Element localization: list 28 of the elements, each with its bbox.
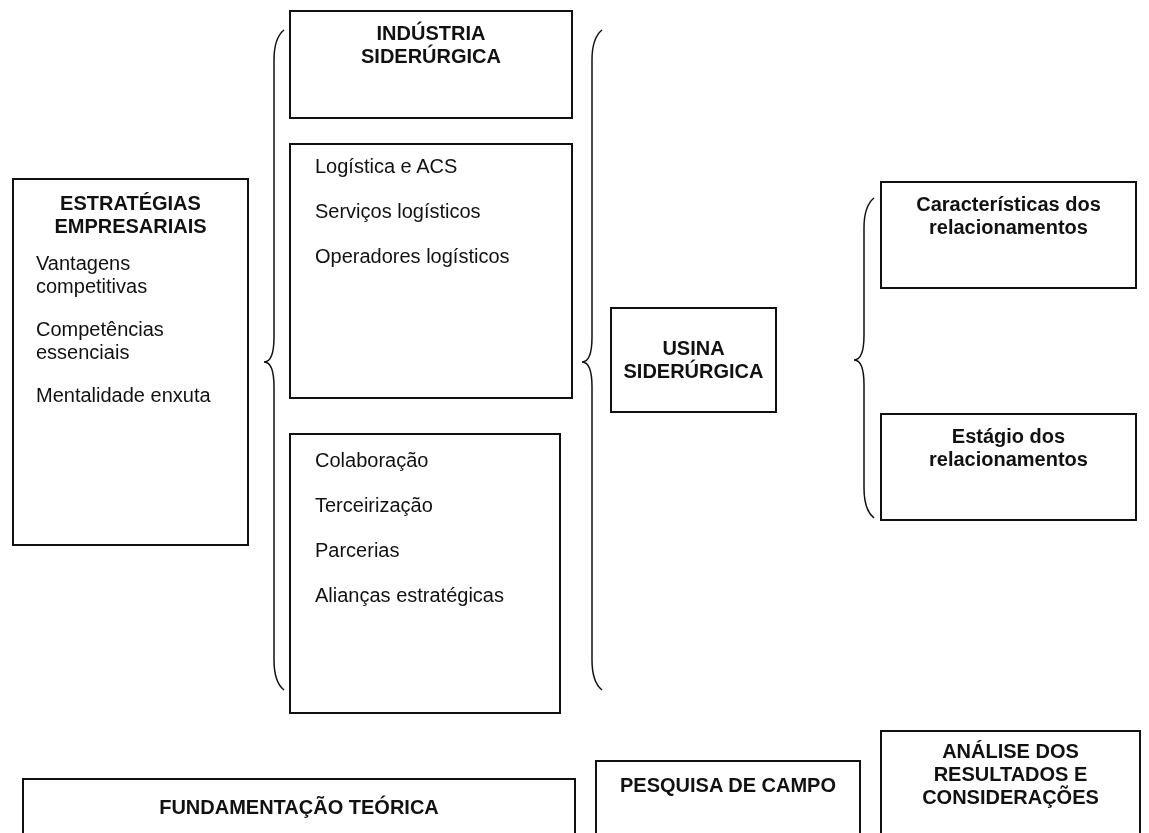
text-box <box>880 413 1137 521</box>
text-box <box>22 778 576 833</box>
item-text: Mentalidade enxuta <box>35 384 212 407</box>
heading-text: Características dos relacionamentos <box>915 193 1102 239</box>
item-text: Competências essenciais <box>35 318 165 364</box>
heading-text: Estágio dos relacionamentos <box>928 425 1089 471</box>
heading-text: ESTRATÉGIAS EMPRESARIAIS <box>53 192 208 238</box>
item-text: Terceirização <box>315 494 434 517</box>
item-text: Serviços logísticos <box>315 200 482 223</box>
text-box <box>880 730 1141 833</box>
heading-text: PESQUISA DE CAMPO <box>619 774 837 797</box>
item-text: Logística e ACS <box>315 155 459 178</box>
heading-text: USINA SIDERÚRGICA <box>622 337 765 383</box>
text-box <box>610 307 777 413</box>
item-text: Alianças estratégicas <box>315 584 505 607</box>
heading-text: INDÚSTRIA SIDERÚRGICA <box>360 22 502 68</box>
text-box <box>595 760 861 833</box>
text-box <box>289 433 561 714</box>
heading-text: ANÁLISE DOS RESULTADOS E CONSIDERAÇÕES <box>921 740 1100 809</box>
text-box <box>12 178 249 546</box>
item-text: Parcerias <box>315 539 401 562</box>
item-text: Vantagens competitivas <box>35 252 149 298</box>
text-box <box>289 143 573 399</box>
text-box <box>289 10 573 119</box>
item-text: Operadores logísticos <box>315 245 511 268</box>
item-text: Colaboração <box>315 449 430 472</box>
heading-text: FUNDAMENTAÇÃO TEÓRICA <box>158 796 440 819</box>
text-box <box>880 181 1137 289</box>
